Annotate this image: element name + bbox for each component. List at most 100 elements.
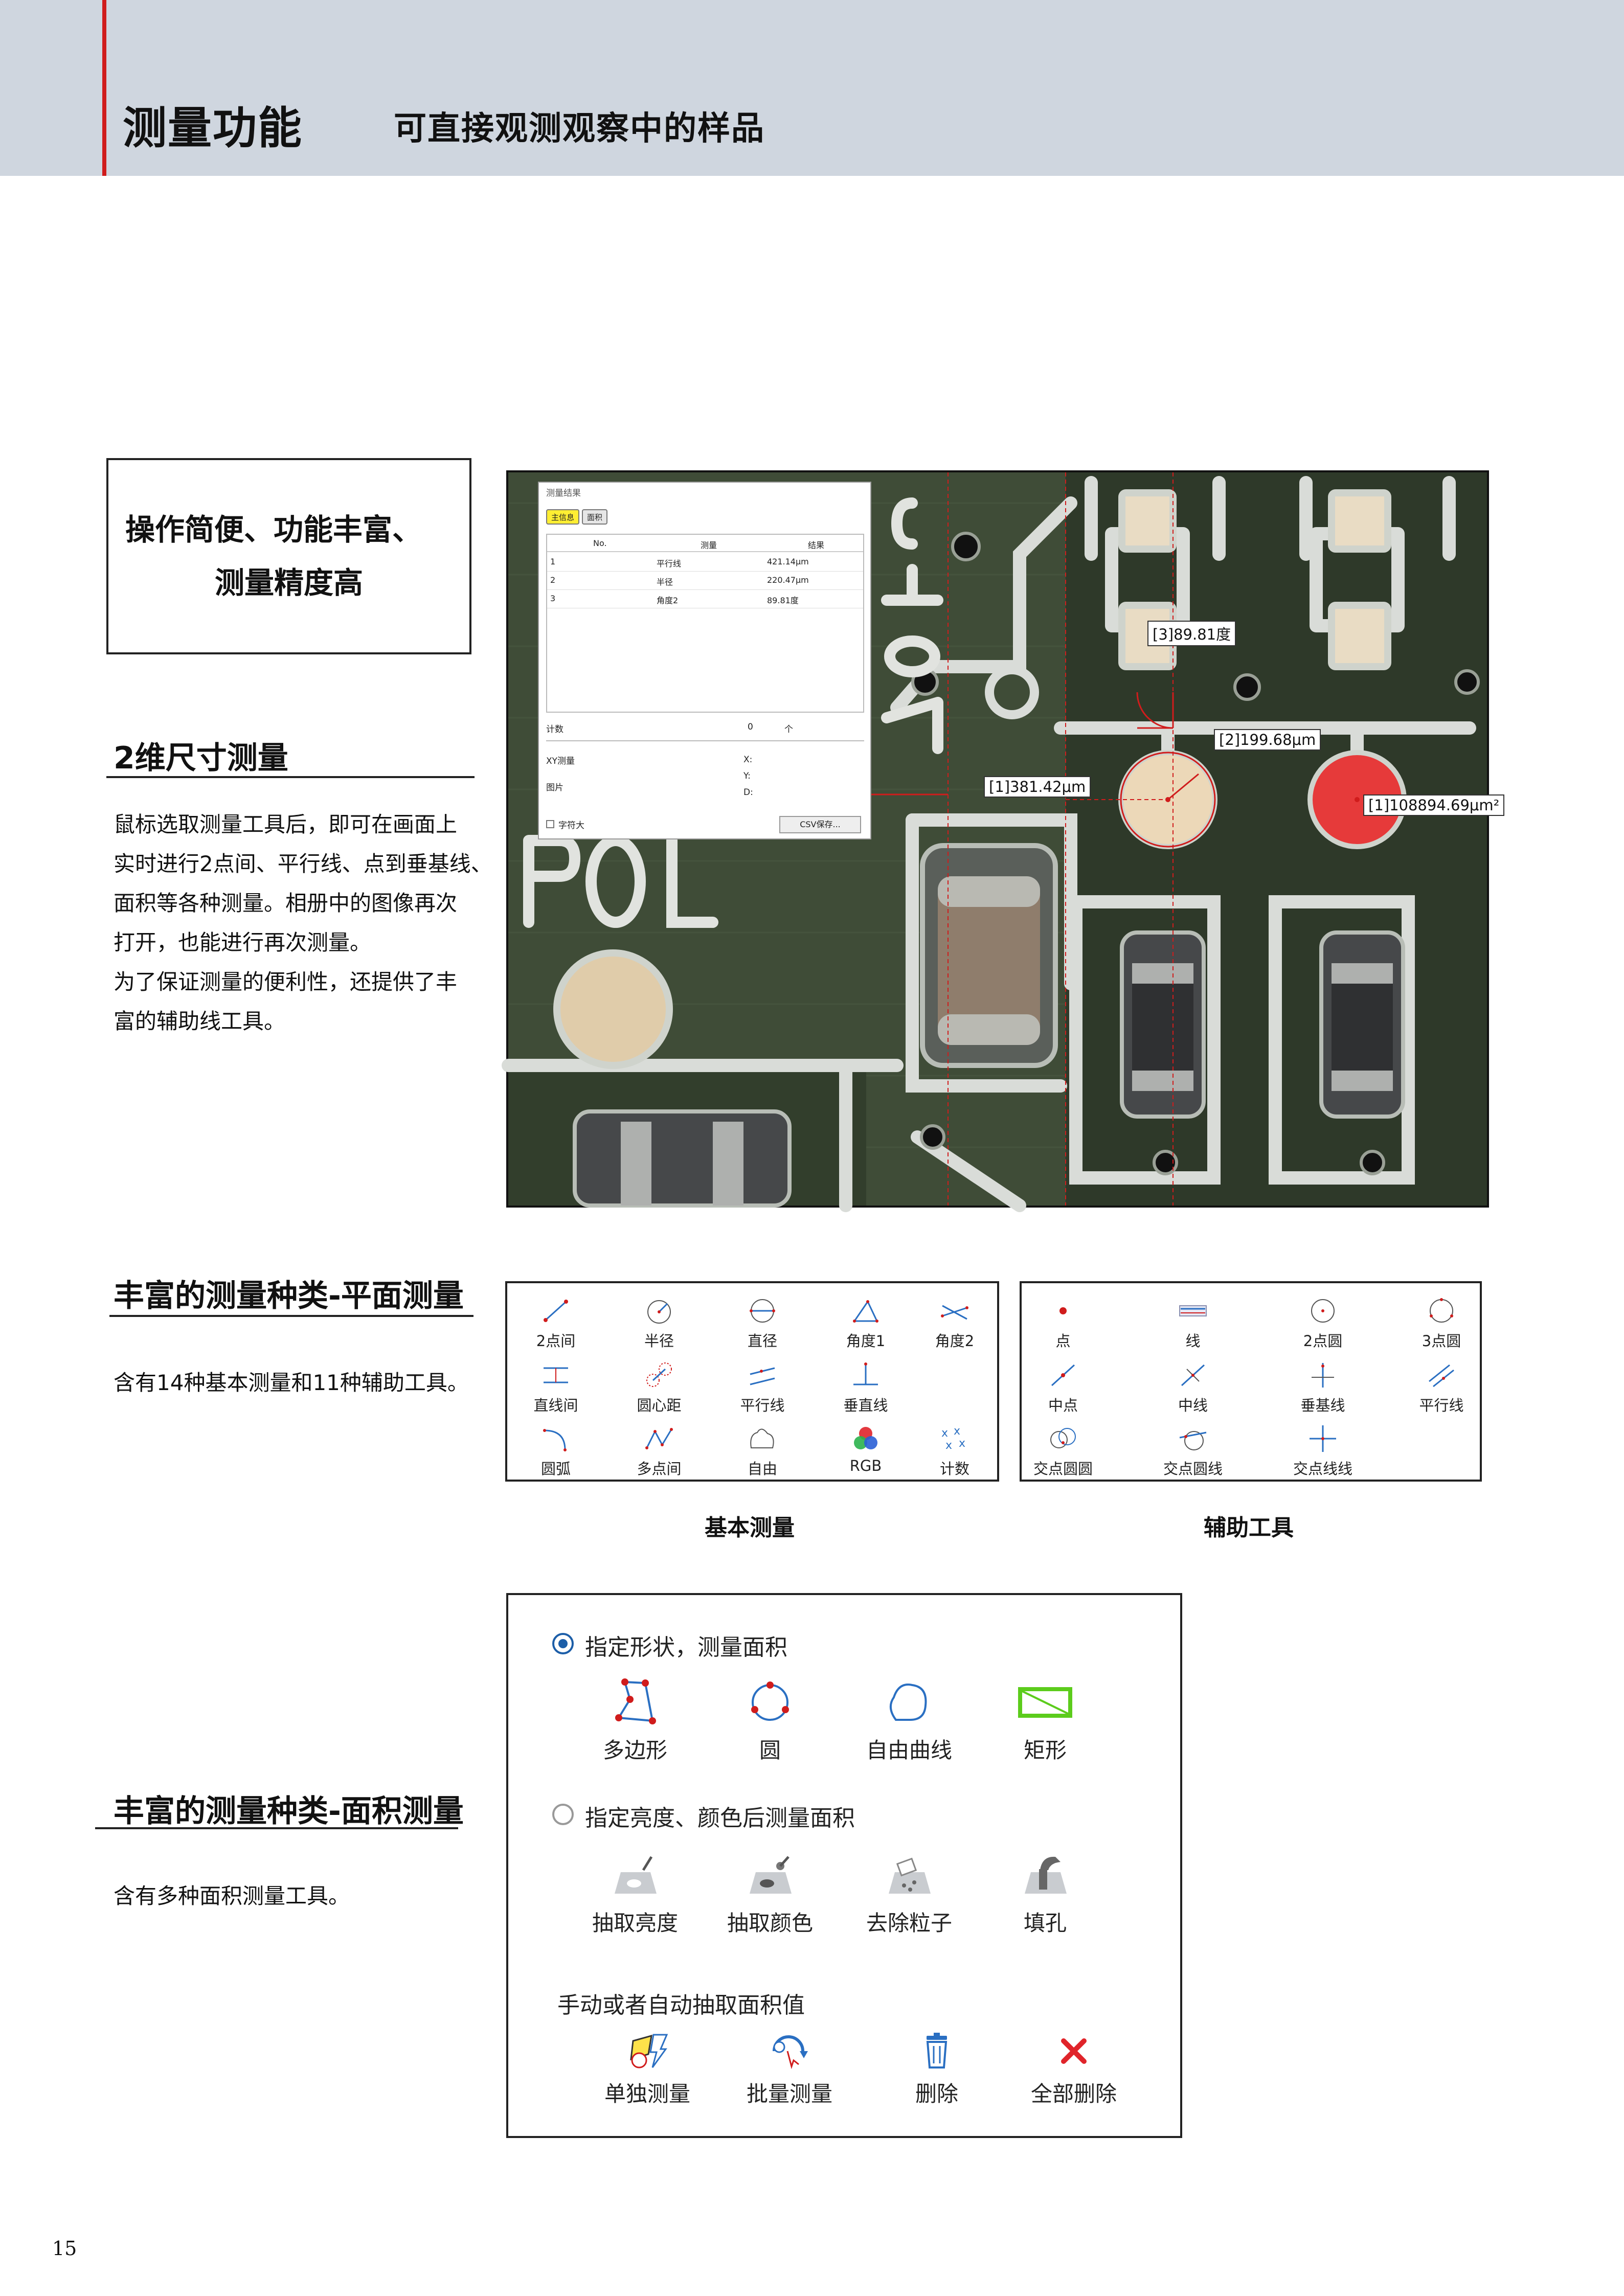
tool-label: 多边形: [602, 1738, 667, 1763]
arc-icon: [543, 1429, 567, 1451]
delete-button[interactable]: 删除: [875, 2031, 998, 2108]
tool-multi-point[interactable]: 多点间: [616, 1422, 703, 1479]
tool-label: 中线: [1178, 1397, 1208, 1414]
tool-extract-brightness[interactable]: 抽取亮度: [574, 1850, 696, 1937]
tool-fill-holes[interactable]: 填孔: [984, 1850, 1107, 1937]
delete-all-button[interactable]: 全部删除: [1012, 2031, 1135, 2108]
row-type: 平行线: [657, 559, 682, 569]
rgb-icon: [854, 1427, 877, 1449]
table-row[interactable]: 3 角度2 89.81度: [547, 590, 863, 608]
tool-two-point-circle[interactable]: 2点圆: [1279, 1294, 1366, 1351]
count-label: 计数: [546, 724, 563, 735]
tool-label: 交点圆圆: [1033, 1460, 1093, 1477]
checkbox-label: 字符大: [558, 821, 584, 831]
tool-radius[interactable]: 半径: [616, 1294, 703, 1351]
single-measure-icon: [630, 2034, 668, 2068]
paragraph-line: 面积等各种测量。相册中的图像再次: [114, 891, 458, 916]
point-icon: [1059, 1307, 1067, 1314]
tool-parallel-line[interactable]: 平行线: [719, 1359, 806, 1415]
tool-rectangle[interactable]: 矩形: [984, 1677, 1107, 1764]
tab-main-info[interactable]: 主信息: [546, 509, 580, 525]
option-shape-area-label: 指定形状，测量面积: [585, 1634, 787, 1661]
table-row[interactable]: 2 半径 220.47μm: [547, 572, 863, 590]
d-label: D:: [743, 787, 753, 798]
distance-measurement-label: [1]381.42μm: [984, 776, 1091, 798]
feature-line-2: 测量精度高: [214, 565, 363, 600]
tool-batch-measure[interactable]: 批量测量: [728, 2031, 851, 2108]
tool-label: 线: [1185, 1332, 1201, 1350]
three-point-circle-icon: [1430, 1298, 1453, 1323]
capacitor-large: [920, 843, 1058, 1068]
tool-label: 去除粒子: [866, 1911, 952, 1936]
radio-brightness-color-area[interactable]: [552, 1804, 574, 1825]
y-label: Y:: [743, 771, 751, 781]
tool-rgb[interactable]: RGB: [822, 1422, 909, 1474]
tool-diameter[interactable]: 直径: [719, 1294, 806, 1351]
tool-line[interactable]: 线: [1149, 1294, 1236, 1351]
tool-point[interactable]: 点: [1020, 1294, 1107, 1351]
tool-midpoint[interactable]: 中点: [1020, 1359, 1107, 1415]
tool-freehand[interactable]: 自由: [719, 1422, 806, 1479]
tool-intersect-circle-line[interactable]: 交点圆线: [1149, 1422, 1236, 1479]
tool-polygon[interactable]: 多边形: [574, 1677, 696, 1764]
tool-extract-color[interactable]: 抽取颜色: [709, 1850, 831, 1937]
tool-aux-parallel-line[interactable]: 平行线: [1398, 1359, 1485, 1415]
page-title: 测量功能: [123, 103, 303, 154]
basic-measure-panel: 2点间 半径 直径 角度1 角度2 直线间 圆心距 平行线 垂直线 圆弧 多点间: [505, 1281, 999, 1482]
two-point-circle-icon: [1311, 1299, 1335, 1323]
batch-measure-icon: [773, 2035, 808, 2070]
row-result: 220.47μm: [767, 575, 809, 585]
section-area-title: 丰富的测量种类-面积测量: [114, 1793, 464, 1829]
feature-line-1: 操作简便、功能丰富、: [125, 512, 422, 547]
base-perpendicular-icon: [1312, 1363, 1334, 1388]
svg-text:x: x: [941, 1427, 948, 1440]
large-text-checkbox[interactable]: [546, 820, 554, 828]
tool-line-distance[interactable]: 直线间: [512, 1359, 599, 1415]
tool-intersect-circle-circle[interactable]: 交点圆圆: [1020, 1422, 1107, 1479]
tool-angle-1[interactable]: 角度1: [822, 1294, 909, 1351]
line-distance-icon: [544, 1367, 568, 1383]
tool-label: 抽取亮度: [592, 1911, 678, 1936]
fill-holes-icon: [1025, 1856, 1067, 1894]
tool-remove-particles[interactable]: 去除粒子: [848, 1850, 971, 1937]
option-brightness-color-label: 指定亮度、颜色后测量面积: [585, 1805, 855, 1831]
paragraph-line: 富的辅助线工具。: [114, 1009, 286, 1034]
multi-point-icon: [645, 1428, 673, 1449]
tool-two-point-distance[interactable]: 2点间: [512, 1294, 599, 1351]
tab-area[interactable]: 面积: [582, 509, 608, 525]
angle-1-icon: [853, 1300, 878, 1323]
parallel-line-icon: [750, 1367, 775, 1385]
radio-shape-area[interactable]: [552, 1633, 574, 1654]
tool-label: 全部删除: [1030, 2081, 1117, 2106]
two-point-distance-icon: [544, 1300, 568, 1322]
free-curve-icon: [890, 1684, 927, 1721]
dialog-divider: [546, 740, 864, 741]
basic-measure-caption: 基本测量: [705, 1515, 795, 1541]
line-icon: [1179, 1305, 1207, 1316]
tool-base-perpendicular[interactable]: 垂基线: [1279, 1359, 1366, 1415]
diameter-icon: [750, 1299, 775, 1323]
tool-circle-area[interactable]: 圆: [709, 1677, 831, 1764]
tool-single-measure[interactable]: 单独测量: [586, 2031, 709, 2108]
csv-save-button[interactable]: CSV保存...: [779, 816, 861, 833]
tool-center-distance[interactable]: 圆心距: [616, 1359, 703, 1415]
tool-label: 删除: [915, 2081, 958, 2106]
tool-arc[interactable]: 圆弧: [512, 1422, 599, 1479]
tool-perpendicular-line[interactable]: 垂直线: [822, 1359, 909, 1415]
tool-intersect-line-line[interactable]: 交点线线: [1279, 1422, 1366, 1479]
tool-free-curve[interactable]: 自由曲线: [848, 1677, 971, 1764]
results-table: No. 测量 结果 1 平行线 421.14μm 2 半径 220.47μm 3…: [546, 534, 864, 713]
tool-angle-2[interactable]: 角度2: [911, 1294, 998, 1351]
extract-brightness-icon: [615, 1856, 657, 1894]
radius-measurement-label: [2]199.68μm: [1214, 729, 1321, 751]
manual-auto-heading: 手动或者自动抽取面积值: [557, 1992, 805, 2018]
tool-three-point-circle[interactable]: 3点圆: [1398, 1294, 1485, 1351]
section-plane-title: 丰富的测量种类-平面测量: [114, 1278, 464, 1314]
col-no: No.: [593, 538, 607, 548]
tool-label: 圆: [759, 1738, 781, 1763]
table-row[interactable]: 1 平行线 421.14μm: [547, 553, 863, 572]
row-type: 半径: [657, 577, 673, 587]
tool-center-line[interactable]: 中线: [1149, 1359, 1236, 1415]
